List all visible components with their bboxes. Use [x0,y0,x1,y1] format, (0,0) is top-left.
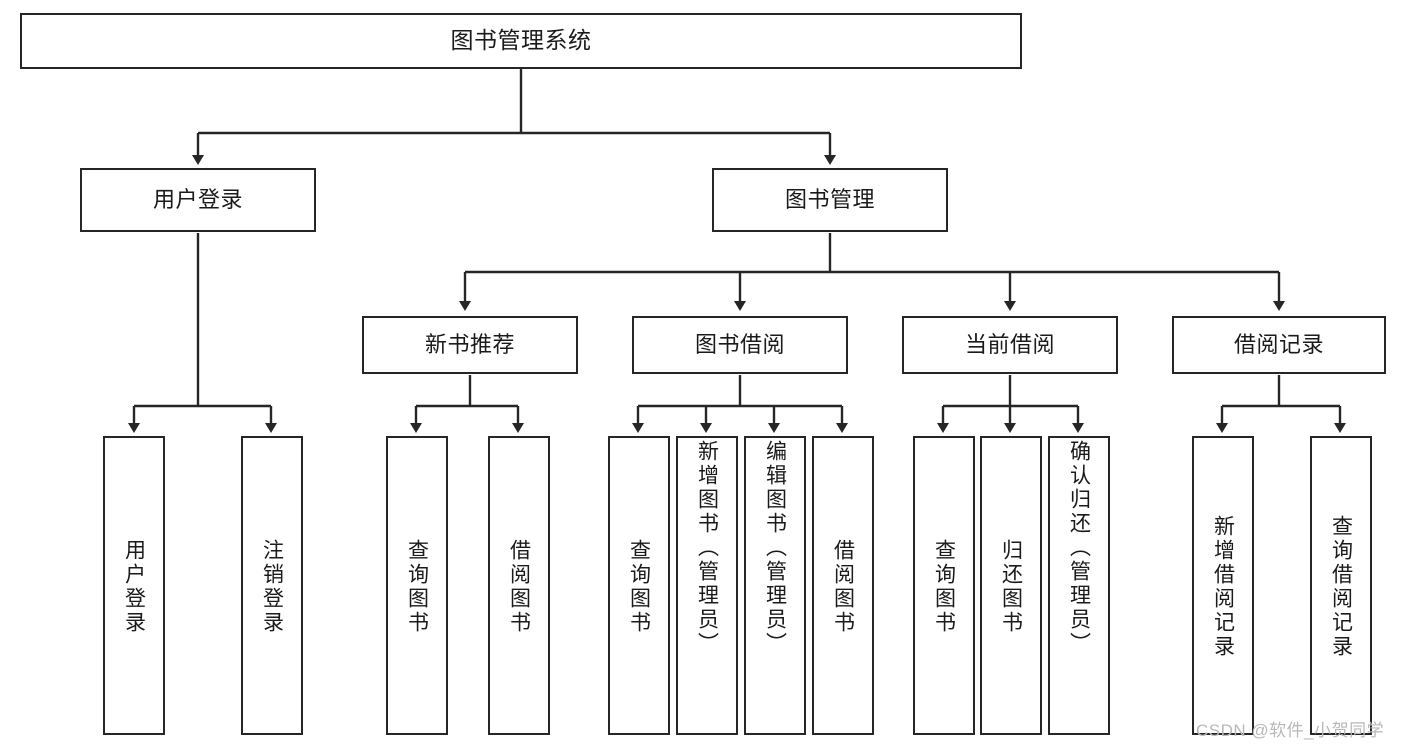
node-root-label: 图书管理系统 [450,27,592,54]
leaf-query-book-2-label: 查询图书 [627,538,651,635]
node-borrow-record-label: 借阅记录 [1233,332,1324,358]
csdn-watermark: CSDN @软件_小贺同学 [1196,721,1385,740]
node-user-login-label: 用户登录 [152,187,243,213]
leaf-add-record[interactable]: 新增借阅记录 [1192,436,1254,735]
node-new-book-recommend-label: 新书推荐 [424,332,515,358]
leaf-logout-login-label: 注销登录 [260,538,284,635]
leaf-add-book-label: 新增图书（管理员） [695,440,719,656]
node-user-login[interactable]: 用户登录 [80,168,316,232]
leaf-borrow-book-1-label: 借阅图书 [507,538,531,635]
leaf-user-login-label: 用户登录 [122,538,146,635]
node-book-manage-label: 图书管理 [784,187,875,213]
leaf-add-book[interactable]: 新增图书（管理员） [676,436,738,735]
leaf-confirm-return-label: 确认归还（管理员） [1067,440,1091,656]
leaf-query-book-3-label: 查询图书 [932,538,956,635]
leaf-confirm-return[interactable]: 确认归还（管理员） [1048,436,1110,735]
leaf-return-book-label: 归还图书 [999,538,1023,635]
leaf-edit-book[interactable]: 编辑图书（管理员） [744,436,806,735]
node-book-borrow[interactable]: 图书借阅 [632,316,848,374]
leaf-query-record[interactable]: 查询借阅记录 [1310,436,1372,735]
node-current-borrow-label: 当前借阅 [964,332,1055,358]
leaf-borrow-book-1[interactable]: 借阅图书 [488,436,550,735]
leaf-edit-book-label: 编辑图书（管理员） [763,440,787,656]
leaf-borrow-book-2-label: 借阅图书 [831,538,855,635]
node-new-book-recommend[interactable]: 新书推荐 [362,316,578,374]
leaf-add-record-label: 新增借阅记录 [1211,514,1235,659]
leaf-query-book-2[interactable]: 查询图书 [608,436,670,735]
node-book-manage[interactable]: 图书管理 [712,168,948,232]
leaf-return-book[interactable]: 归还图书 [980,436,1042,735]
leaf-query-book-1-label: 查询图书 [405,538,429,635]
node-current-borrow[interactable]: 当前借阅 [902,316,1118,374]
leaf-query-book-1[interactable]: 查询图书 [386,436,448,735]
leaf-borrow-book-2[interactable]: 借阅图书 [812,436,874,735]
node-borrow-record[interactable]: 借阅记录 [1172,316,1386,374]
node-root[interactable]: 图书管理系统 [20,13,1022,69]
node-book-borrow-label: 图书借阅 [694,332,785,358]
leaf-logout-login[interactable]: 注销登录 [241,436,303,735]
leaf-query-book-3[interactable]: 查询图书 [913,436,975,735]
leaf-query-record-label: 查询借阅记录 [1329,514,1353,659]
leaf-user-login[interactable]: 用户登录 [103,436,165,735]
